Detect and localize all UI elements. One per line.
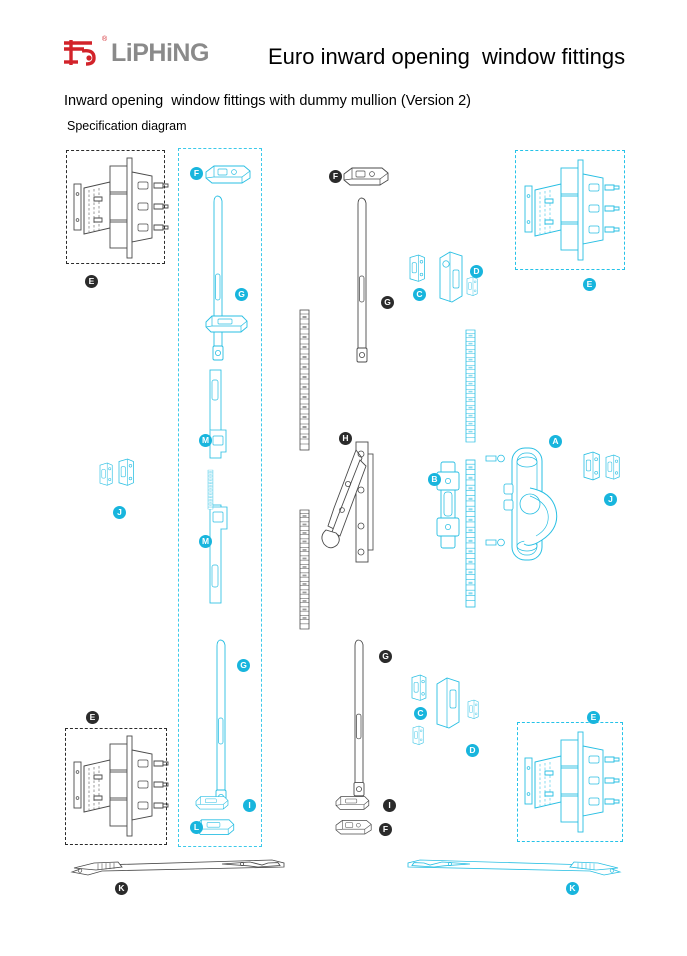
brand-logo: ® LiPHiNG [62, 36, 209, 68]
page-subtitle: Inward opening window fittings with dumm… [64, 93, 471, 109]
part-badge-g-center-bottom[interactable]: G [379, 650, 392, 663]
part-badge-d-bottom[interactable]: D [466, 744, 479, 757]
part-badge-e-top-right[interactable]: E [583, 278, 596, 291]
parts-column-center [178, 148, 262, 847]
part-badge-a[interactable]: A [549, 435, 562, 448]
part-badge-g-column-bottom[interactable]: G [237, 659, 250, 672]
registered-trademark-symbol: ® [102, 36, 108, 43]
part-badge-c-top[interactable]: C [413, 288, 426, 301]
part-badge-d-top[interactable]: D [470, 265, 483, 278]
hinge-group-top-left [66, 150, 165, 264]
part-badge-m-lower[interactable]: M [199, 535, 212, 548]
part-badge-h[interactable]: H [339, 432, 352, 445]
part-badge-k-right[interactable]: K [566, 882, 579, 895]
part-badge-b[interactable]: B [428, 473, 441, 486]
part-badge-j-right[interactable]: J [604, 493, 617, 506]
part-badge-j-left[interactable]: J [113, 506, 126, 519]
liphing-logo-mark-icon: ® [62, 36, 108, 68]
part-badge-g-column-top[interactable]: G [235, 288, 248, 301]
part-badge-i-column[interactable]: I [243, 799, 256, 812]
hinge-group-bottom-left [65, 728, 167, 845]
page-title: Euro inward opening window fittings [268, 44, 626, 69]
hinge-group-bottom-right [517, 722, 623, 842]
part-badge-e-bottom-left[interactable]: E [86, 711, 99, 724]
part-badge-m-upper[interactable]: M [199, 434, 212, 447]
part-badge-c-bottom[interactable]: C [414, 707, 427, 720]
part-badge-k-left[interactable]: K [115, 882, 128, 895]
part-badge-f-column-top[interactable]: F [190, 167, 203, 180]
part-badge-i-center[interactable]: I [383, 799, 396, 812]
part-badge-f-center-top[interactable]: F [329, 170, 342, 183]
hinge-group-top-right [515, 150, 625, 270]
part-badge-f-center-bottom[interactable]: F [379, 823, 392, 836]
part-badge-l-column[interactable]: L [190, 821, 203, 834]
part-badge-g-center-top[interactable]: G [381, 296, 394, 309]
section-label: Specification diagram [67, 119, 187, 133]
part-badge-e-bottom-right[interactable]: E [587, 711, 600, 724]
brand-logo-text: LiPHiNG [111, 38, 209, 67]
part-badge-e-top-left[interactable]: E [85, 275, 98, 288]
page-header: ® LiPHiNG Euro inward opening window fit… [0, 0, 687, 133]
